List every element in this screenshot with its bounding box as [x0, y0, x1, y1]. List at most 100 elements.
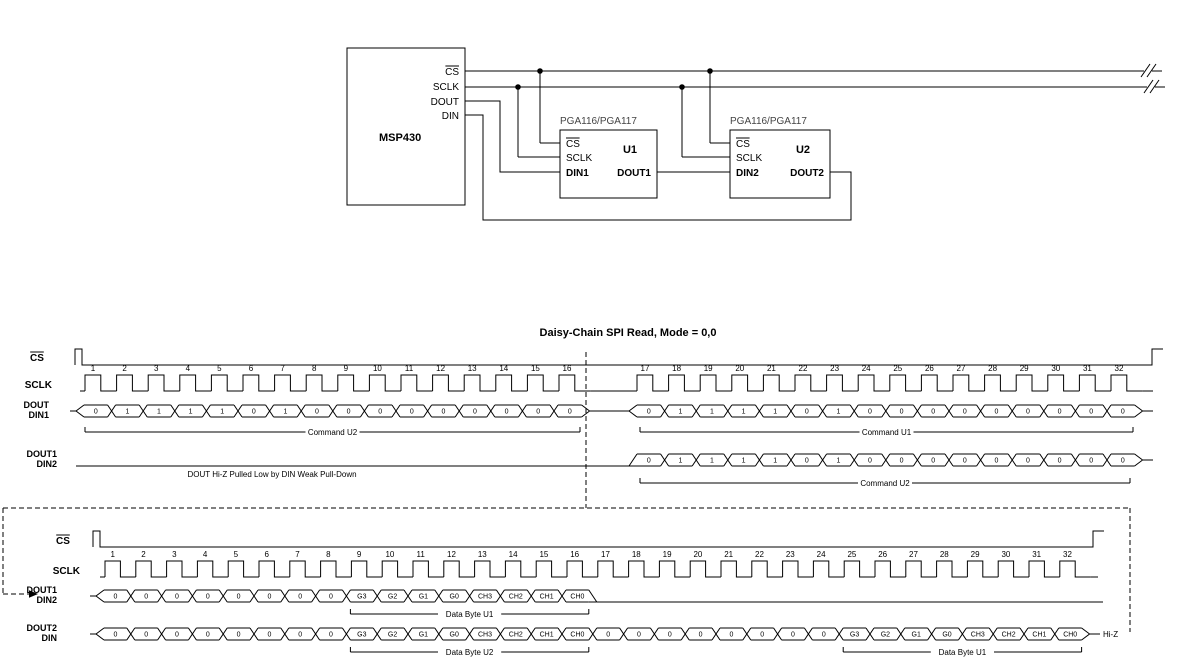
- signal-label-dout1: DOUT1: [26, 449, 57, 459]
- bit-value: 0: [1026, 409, 1030, 416]
- bit-value: 0: [206, 594, 210, 601]
- bit-value: 0: [347, 409, 351, 416]
- clock-number: 19: [663, 550, 672, 559]
- clock-number: 26: [878, 550, 887, 559]
- bit-value: 0: [315, 409, 319, 416]
- bit-value: 1: [678, 458, 682, 465]
- clock-number: 9: [357, 550, 362, 559]
- span-marker: Data Byte U1: [349, 609, 590, 619]
- bit-value: 0: [931, 458, 935, 465]
- span-caption: Data Byte U1: [446, 610, 494, 619]
- bit-value: 0: [868, 458, 872, 465]
- bit-value: 0: [237, 594, 241, 601]
- clock-number: 11: [405, 364, 414, 373]
- clock-number: 27: [957, 364, 966, 373]
- bit-value: CH2: [509, 594, 523, 601]
- break-mark: [1143, 79, 1154, 94]
- clock-number: 26: [925, 364, 934, 373]
- bit-value: 0: [1026, 458, 1030, 465]
- bit-value: CH1: [540, 632, 554, 639]
- bit-value: 0: [805, 409, 809, 416]
- clock-number: 20: [735, 364, 744, 373]
- bit-value: 0: [536, 409, 540, 416]
- mcu-pin-cs: CS: [445, 67, 459, 78]
- clock-number: 28: [940, 550, 949, 559]
- msp430-box: [346, 47, 466, 206]
- bit-value: 1: [773, 458, 777, 465]
- cs-waveform: [92, 530, 1104, 548]
- clock-number: 28: [988, 364, 997, 373]
- bit-value: CH2: [509, 632, 523, 639]
- bit-value: CH2: [1002, 632, 1016, 639]
- bit-value: G1: [912, 632, 921, 639]
- u2-pin-dout2: DOUT2: [790, 168, 824, 179]
- clock-number: 27: [909, 550, 918, 559]
- clock-number: 2: [122, 364, 127, 373]
- bit-value: 0: [410, 409, 414, 416]
- hiz-label: Hi-Z: [1103, 630, 1118, 639]
- bit-value: 0: [329, 594, 333, 601]
- signal-label-sclk: SCLK: [53, 566, 81, 577]
- clock-number: 29: [971, 550, 980, 559]
- signal-label-dout2: DOUT2: [26, 623, 57, 633]
- dout2-to-din-wire: [465, 114, 852, 221]
- bit-value: 0: [805, 458, 809, 465]
- bit-value: 0: [699, 632, 703, 639]
- clock-number: 1: [91, 364, 96, 373]
- bit-value: 0: [900, 409, 904, 416]
- clock-number: 21: [767, 364, 776, 373]
- bit-value: G1: [419, 632, 428, 639]
- bit-value: 0: [1058, 409, 1062, 416]
- bit-value: 0: [378, 409, 382, 416]
- signal-label-dout1: DOUT1: [26, 585, 57, 595]
- bit-value: 0: [505, 409, 509, 416]
- bit-value: 0: [113, 594, 117, 601]
- clock-number: 30: [1051, 364, 1060, 373]
- bit-value: 0: [791, 632, 795, 639]
- continuation-arrow-head: [29, 590, 38, 598]
- bit-value: 1: [836, 458, 840, 465]
- signal-label-sclk: SCLK: [25, 380, 53, 391]
- bit-value: G0: [450, 594, 459, 601]
- clock-pulses: [84, 374, 591, 392]
- bit-value: 0: [729, 632, 733, 639]
- clock-number: 10: [385, 550, 394, 559]
- bit-value: 1: [773, 409, 777, 416]
- bit-value: 1: [710, 409, 714, 416]
- bit-value: 0: [298, 594, 302, 601]
- bit-value: G2: [881, 632, 890, 639]
- clock-number: 8: [312, 364, 317, 373]
- bit-value: 0: [175, 594, 179, 601]
- bit-value: 0: [994, 458, 998, 465]
- span-marker: Data Byte U2: [349, 647, 590, 657]
- clock-number: 23: [786, 550, 795, 559]
- clock-number: 4: [186, 364, 191, 373]
- bit-value: 0: [1121, 458, 1125, 465]
- u1-pin-cs: CS: [566, 139, 580, 150]
- bit-value: 1: [678, 409, 682, 416]
- bit-value: CH1: [540, 594, 554, 601]
- signal-label-din2: DIN2: [36, 595, 57, 605]
- clock-number: 5: [234, 550, 239, 559]
- clock-number: 15: [539, 550, 548, 559]
- clock-number: 14: [509, 550, 518, 559]
- clock-number: 19: [704, 364, 713, 373]
- clock-number: 22: [755, 550, 764, 559]
- clock-number: 6: [249, 364, 254, 373]
- break-mark: [1149, 79, 1160, 94]
- bit-value: 1: [283, 409, 287, 416]
- signal-label-dout: DOUT: [24, 400, 50, 410]
- clock-number: 16: [563, 364, 572, 373]
- clock-number: 30: [1001, 550, 1010, 559]
- clock-number: 32: [1115, 364, 1124, 373]
- signal-label-din2: DIN2: [36, 459, 57, 469]
- break-mark: [1140, 63, 1151, 78]
- u1-pin-sclk: SCLK: [566, 153, 592, 164]
- bit-value: CH3: [478, 632, 492, 639]
